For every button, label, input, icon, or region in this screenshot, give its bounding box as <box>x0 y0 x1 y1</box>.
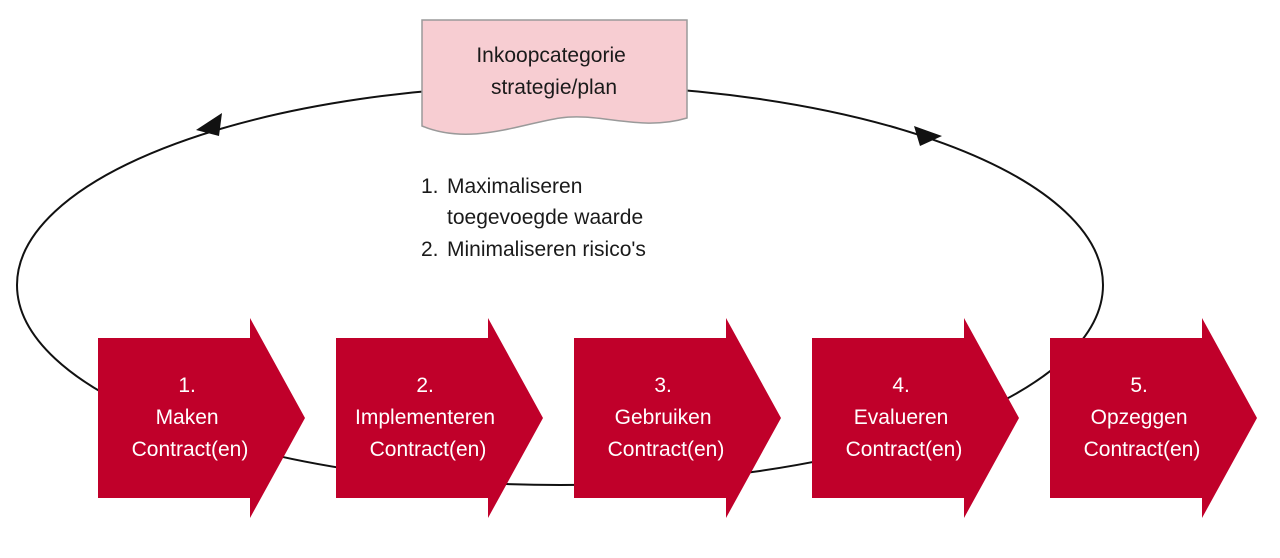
step-2-chevron: 2. Implementeren Contract(en) <box>336 318 543 518</box>
step-1-arrow-shape <box>98 318 305 518</box>
svg-text:toegevoegde waarde: toegevoegde waarde <box>447 206 643 229</box>
objective-1-line-2: toegevoegde waarde <box>447 206 643 229</box>
step-3-arrow-shape <box>574 318 781 518</box>
step-4-chevron: 4. Evalueren Contract(en) <box>812 318 1019 518</box>
step-2-title: Implementeren <box>355 406 495 429</box>
step-1-title: Maken <box>156 406 219 429</box>
objectives-list: 1. Maximaliseren toegevoegde waarde 2. M… <box>421 175 646 261</box>
step-5-number: 5. <box>1130 374 1148 397</box>
step-3-chevron: 3. Gebruiken Contract(en) <box>574 318 781 518</box>
step-4-number: 4. <box>892 374 910 397</box>
document-label-line-1: Inkoopcategorie <box>476 44 625 67</box>
strategy-document: Inkoopcategorie strategie/plan <box>421 19 688 135</box>
step-5-subtitle: Contract(en) <box>1084 438 1201 461</box>
step-3-subtitle: Contract(en) <box>608 438 725 461</box>
cycle-arrowhead-right <box>914 126 942 146</box>
step-3-number: 3. <box>654 374 672 397</box>
step-3-title: Gebruiken <box>615 406 712 429</box>
objective-1-line-1: Maximaliseren <box>447 175 582 198</box>
svg-text:2. Implementeren C: 2. Implementeren Contract(en) <box>355 374 501 461</box>
step-2-number: 2. <box>416 374 434 397</box>
step-5-title: Opzeggen <box>1091 406 1188 429</box>
step-1-number: 1. <box>178 374 196 397</box>
step-1-chevron: 1. Maken Contract(en) <box>98 318 305 518</box>
document-label-line-2: strategie/plan <box>491 76 617 99</box>
objective-2-line-1: Minimaliseren risico's <box>447 238 646 261</box>
svg-text:1. Maken Contract(: 1. Maken Contract(en) <box>132 374 249 461</box>
objective-1-number: 1. <box>421 175 439 198</box>
step-4-arrow-shape <box>812 318 1019 518</box>
step-5-arrow-shape <box>1050 318 1257 518</box>
svg-text:5. Opzeggen Contra: 5. Opzeggen Contract(en) <box>1084 374 1201 461</box>
step-5-chevron: 5. Opzeggen Contract(en) <box>1050 318 1257 518</box>
svg-text:1. Maximaliseren: 1. Maximaliseren <box>421 175 582 198</box>
svg-text:Inkoopcategorie strategi: Inkoopcategorie strategie/plan <box>476 44 631 99</box>
svg-text:4. Evalueren Contr: 4. Evalueren Contract(en) <box>846 374 963 461</box>
objective-2-number: 2. <box>421 238 439 261</box>
svg-text:3. Gebruiken Contr: 3. Gebruiken Contract(en) <box>608 374 725 461</box>
step-2-subtitle: Contract(en) <box>370 438 487 461</box>
document-shape <box>421 19 688 135</box>
step-4-title: Evalueren <box>854 406 949 429</box>
step-2-arrow-shape <box>336 318 543 518</box>
step-1-subtitle: Contract(en) <box>132 438 249 461</box>
svg-text:2. Minimaliseren risico': 2. Minimaliseren risico's <box>421 238 646 261</box>
step-4-subtitle: Contract(en) <box>846 438 963 461</box>
cycle-arrowhead-left <box>196 113 222 136</box>
